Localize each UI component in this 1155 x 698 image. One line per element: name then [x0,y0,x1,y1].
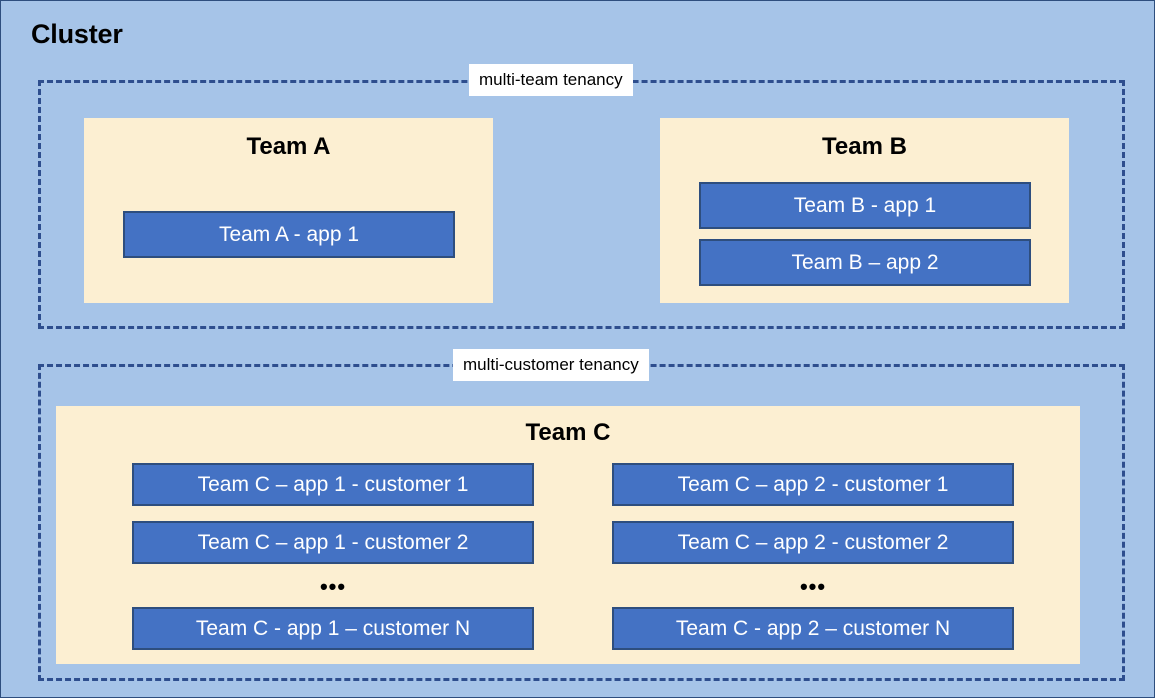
app-box-team-a-app-1[interactable]: Team A - app 1 [123,211,455,258]
team-title-team-b: Team B [822,133,907,160]
app-list-team-a: Team A - app 1 [123,211,455,268]
team-title-team-c: Team C [525,419,611,446]
app-column-team-c-app-1: Team C – app 1 - customer 1 Team C – app… [132,463,534,650]
app-column-team-c-app-2: Team C – app 2 - customer 1 Team C – app… [612,463,1014,650]
app-grid-team-c: Team C – app 1 - customer 1 Team C – app… [56,463,1080,650]
team-title-team-a: Team A [246,133,331,160]
team-panel-team-b: Team B Team B - app 1 Team B – app 2 [660,118,1069,303]
app-box-team-c-app-1-customer-2[interactable]: Team C – app 1 - customer 2 [132,521,534,564]
app-box-team-c-app-1-customer-1[interactable]: Team C – app 1 - customer 1 [132,463,534,506]
tenancy-zone-label-multi-team: multi-team tenancy [469,64,633,96]
ellipsis-team-c-app-2: ••• [799,574,827,599]
app-box-team-c-app-2-customer-2[interactable]: Team C – app 2 - customer 2 [612,521,1014,564]
app-box-team-c-app-2-customer-1[interactable]: Team C – app 2 - customer 1 [612,463,1014,506]
page-title: Cluster [31,19,123,49]
app-box-team-b-app-2[interactable]: Team B – app 2 [699,239,1031,286]
ellipsis-team-c-app-1: ••• [319,574,347,599]
app-box-team-b-app-1[interactable]: Team B - app 1 [699,182,1031,229]
tenancy-zone-label-multi-customer: multi-customer tenancy [453,349,649,381]
team-panel-team-a: Team A Team A - app 1 [84,118,493,303]
app-box-team-c-app-1-customer-n[interactable]: Team C - app 1 – customer N [132,607,534,650]
app-box-team-c-app-2-customer-n[interactable]: Team C - app 2 – customer N [612,607,1014,650]
team-panel-team-c: Team C Team C – app 1 - customer 1 Team … [56,406,1080,664]
app-list-team-b: Team B - app 1 Team B – app 2 [699,182,1031,296]
